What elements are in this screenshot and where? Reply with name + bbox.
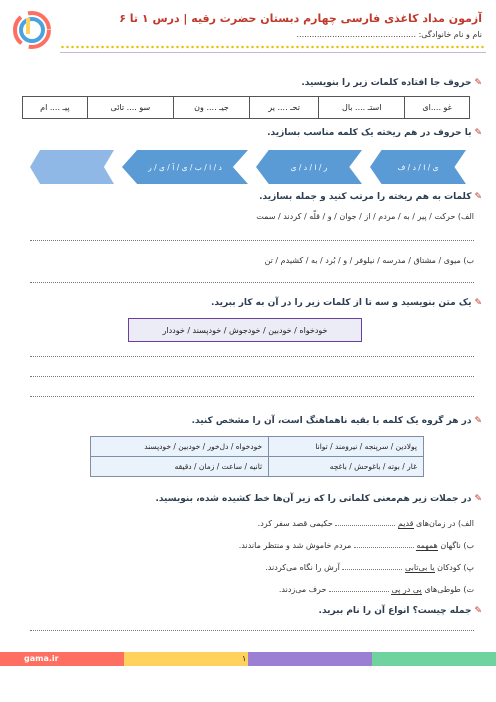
question-1-title: ✎حروف جا افتاده کلمات زیر را بنویسید.	[301, 78, 482, 88]
scrambled-sentence-a: الف) حرکت / پیر / به / مردم / از / جوان …	[256, 212, 474, 221]
answer-line[interactable]	[30, 376, 474, 377]
question-3-title: ✎کلمات به هم ریخته را مرتب کنید و جمله ب…	[259, 192, 482, 202]
answer-line[interactable]	[30, 396, 474, 397]
answer-blank[interactable]	[342, 562, 403, 570]
gama-logo-icon	[13, 11, 51, 49]
odd-word-table: پولادین / سرپنجه / نیرومند / توانا خودخو…	[89, 436, 424, 477]
answer-blank[interactable]	[328, 584, 389, 592]
page-title: آزمون مداد کاغذی فارسی چهارم دبستان حضرت…	[119, 12, 482, 25]
sentence-d: ت) طوطی‌های پی در پی حرف می‌زدند.	[278, 584, 474, 595]
arrow-shape: د / ا / ب / ی / آ / ی / ر	[122, 150, 248, 184]
page-number: ۱	[242, 654, 247, 663]
word-bank-box: خودخواه / خودبین / خودجوش / خودپسند / خو…	[128, 318, 362, 342]
pencil-icon: ✎	[474, 416, 482, 426]
sentence-a: الف) در زمان‌های قدیم حکیمی قصد سفر کرد.	[257, 518, 474, 529]
sentence-b: ب) ناگهان همهمه مردم خاموش شد و منتظر ما…	[238, 540, 474, 551]
decorative-border	[60, 44, 486, 50]
question-5-title: ✎در هر گروه یک کلمه با بقیه ناهماهنگ است…	[191, 416, 482, 426]
scrambled-letters-arrows: ی / ا / د / ف ر / ا / د / ی د / ا / ب / …	[30, 150, 470, 184]
scrambled-sentence-b: ب) میوی / مشتاق / مدرسه / نیلوفر / و / ب…	[264, 256, 474, 265]
missing-letters-table: غو ....ای استـ .... بال تحـ .... یر جیـ …	[22, 96, 470, 119]
arrow-shape: ر / ا / د / ی	[256, 150, 362, 184]
table-cell: جیـ .... ون	[173, 96, 250, 119]
table-cell: خودخواه / دل‌خور / خودبین / خودپسند	[89, 436, 270, 457]
pencil-icon: ✎	[474, 78, 482, 88]
footer-site-link[interactable]: gama.ir	[24, 654, 59, 663]
arrow-shape	[30, 150, 114, 184]
answer-blank[interactable]	[353, 540, 414, 548]
answer-line[interactable]	[30, 282, 474, 283]
arrow-shape: ی / ا / د / ف	[370, 150, 466, 184]
table-cell: سو .... تائی	[86, 96, 175, 119]
answer-line[interactable]	[30, 356, 474, 357]
table-cell: استـ .... بال	[318, 96, 406, 119]
question-7-title: ✎جمله چیست؟ انواع آن را نام ببرید.	[318, 606, 482, 616]
table-cell: ثانیه / ساعت / زمان / دقیقه	[89, 456, 270, 477]
question-2-title: ✎با حروف در هم ریخته یک کلمه مناسب بسازی…	[267, 128, 482, 138]
pencil-icon: ✎	[474, 192, 482, 202]
question-4-title: ✎یک متن بنویسید و سه تا از کلمات زیر را …	[210, 298, 482, 308]
divider	[60, 52, 486, 53]
pencil-icon: ✎	[474, 494, 482, 504]
pencil-icon: ✎	[474, 606, 482, 616]
table-cell: تحـ .... یر	[248, 96, 320, 119]
footer-bar	[0, 652, 496, 666]
table-cell: غار / بوته / باغوحش / باغچه	[268, 456, 424, 477]
table-cell: غو ....ای	[404, 96, 470, 119]
answer-line[interactable]	[30, 240, 474, 241]
table-cell: پیـ .... ام	[22, 96, 88, 119]
question-6-title: ✎در جملات زیر هم‌معنی کلماتی را که زیر آ…	[155, 494, 482, 504]
pencil-icon: ✎	[474, 128, 482, 138]
pencil-icon: ✎	[474, 298, 482, 308]
answer-blank[interactable]	[335, 518, 396, 526]
name-field-line: نام و نام خانوادگی: ....................…	[296, 30, 483, 39]
table-cell: پولادین / سرپنجه / نیرومند / توانا	[268, 436, 424, 457]
answer-line[interactable]	[30, 630, 474, 631]
sentence-c: پ) کودکان یا بی‌تابی آرش را نگاه می‌کردن…	[265, 562, 474, 573]
